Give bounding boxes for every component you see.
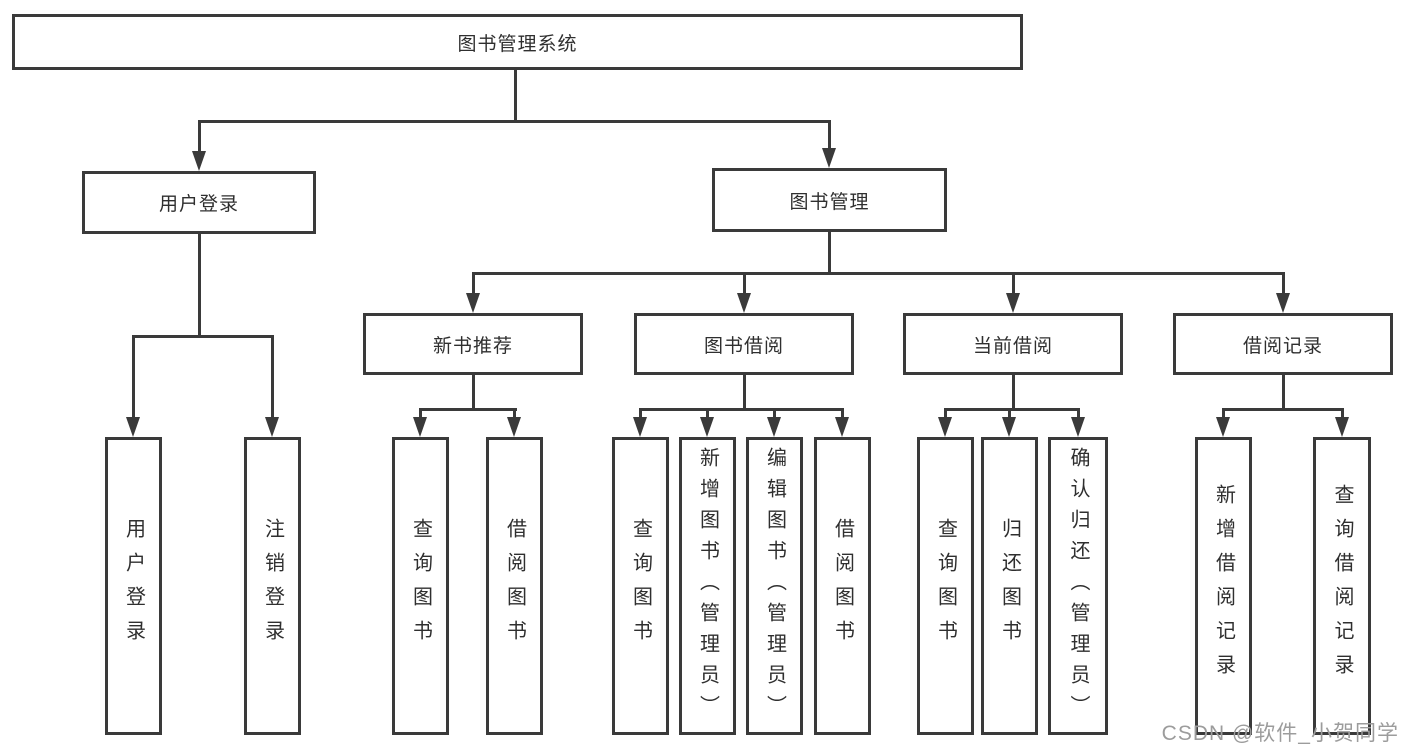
arrowhead-icon <box>466 293 480 313</box>
connector-drop-leaf <box>1077 408 1080 419</box>
node-root-label: 图书管理系统 <box>457 33 578 55</box>
arrowhead-icon <box>413 417 427 437</box>
arrowhead-icon <box>192 151 206 171</box>
arrowhead-icon <box>507 417 521 437</box>
connector-drop-module <box>472 272 475 295</box>
node-book-borrowing: 图书借阅 <box>634 313 854 375</box>
connector-stem <box>1282 375 1285 411</box>
leaf-borrow-books-recommend-label: 借阅图书 <box>503 518 526 654</box>
leaf-logout-label: 注销登录 <box>261 518 284 654</box>
connector-drop-module <box>1282 272 1285 295</box>
leaf-query-books-recommend-label: 查询图书 <box>409 518 432 654</box>
connector-drop-leaf <box>1008 408 1011 419</box>
arrowhead-icon <box>1006 293 1020 313</box>
connector-root-rail <box>198 120 831 123</box>
csdn-watermark: CSDN @软件_小贺同学 <box>1161 722 1399 745</box>
arrowhead-icon <box>737 293 751 313</box>
arrowhead-icon <box>700 417 714 437</box>
arrowhead-icon <box>126 417 140 437</box>
leaf-query-borrow-record-label: 查询借阅记录 <box>1331 484 1353 688</box>
arrowhead-icon <box>265 417 279 437</box>
arrowhead-icon <box>1071 417 1085 437</box>
node-user-login: 用户登录 <box>82 171 316 234</box>
node-root: 图书管理系统 <box>12 14 1023 70</box>
leaf-return-books-label: 归还图书 <box>998 518 1021 654</box>
leaf-confirm-return-admin: 确认归还（管理员） <box>1048 437 1108 735</box>
connector-drop-user-login <box>198 120 201 153</box>
connector-drop-leaf <box>773 408 776 419</box>
leaf-query-books-current: 查询图书 <box>917 437 974 735</box>
leaf-add-borrow-record: 新增借阅记录 <box>1195 437 1252 735</box>
leaf-edit-books-admin: 编辑图书（管理员） <box>746 437 803 735</box>
connector-rail <box>639 408 844 411</box>
connector-drop-leaf <box>271 335 274 419</box>
leaf-add-borrow-record-label: 新增借阅记录 <box>1212 484 1235 688</box>
connector-drop-leaf <box>706 408 709 419</box>
connector-drop-leaf <box>419 408 422 419</box>
leaf-edit-books-admin-label: 编辑图书（管理员） <box>763 446 786 726</box>
node-new-book-recommend-label: 新书推荐 <box>432 335 513 357</box>
arrowhead-icon <box>1216 417 1230 437</box>
leaf-logout: 注销登录 <box>244 437 301 735</box>
connector-drop-leaf <box>1222 408 1225 419</box>
connector-root-stem <box>514 70 517 123</box>
leaf-add-books-admin: 新增图书（管理员） <box>679 437 736 735</box>
arrowhead-icon <box>633 417 647 437</box>
connector-rail <box>1222 408 1344 411</box>
connector-rail <box>944 408 1079 411</box>
node-book-borrowing-label: 图书借阅 <box>703 335 784 357</box>
connector-rail <box>419 408 517 411</box>
arrowhead-icon <box>1002 417 1016 437</box>
arrowhead-icon <box>1335 417 1349 437</box>
node-borrowing-records: 借阅记录 <box>1173 313 1393 375</box>
connector-stem <box>472 375 475 411</box>
arrowhead-icon <box>767 417 781 437</box>
connector-stem <box>743 375 746 411</box>
arrowhead-icon <box>835 417 849 437</box>
node-current-borrowing: 当前借阅 <box>903 313 1123 375</box>
leaf-query-books-borrowing-label: 查询图书 <box>629 518 652 654</box>
node-user-login-label: 用户登录 <box>158 194 239 215</box>
connector-drop-leaf <box>639 408 642 419</box>
leaf-borrow-books: 借阅图书 <box>814 437 871 735</box>
leaf-return-books: 归还图书 <box>981 437 1038 735</box>
leaf-query-books-current-label: 查询图书 <box>934 518 957 654</box>
arrowhead-icon <box>822 148 836 168</box>
leaf-user-login-label: 用户登录 <box>122 518 145 654</box>
connector-drop-leaf <box>132 335 135 419</box>
arrowhead-icon <box>1276 293 1290 313</box>
node-borrowing-records-label: 借阅记录 <box>1242 335 1323 357</box>
connector-user-login-stem <box>198 234 201 338</box>
node-book-management: 图书管理 <box>712 168 947 232</box>
leaf-borrow-books-label: 借阅图书 <box>831 518 854 654</box>
node-new-book-recommend: 新书推荐 <box>363 313 583 375</box>
leaf-borrow-books-recommend: 借阅图书 <box>486 437 543 735</box>
leaf-confirm-return-admin-label: 确认归还（管理员） <box>1067 446 1089 726</box>
connector-drop-leaf <box>513 408 516 419</box>
connector-book-mgmt-stem <box>828 232 831 275</box>
connector-drop-module <box>743 272 746 295</box>
connector-drop-leaf <box>841 408 844 419</box>
connector-drop-leaf <box>1341 408 1344 419</box>
connector-drop-book-mgmt <box>828 120 831 150</box>
connector-book-mgmt-rail <box>472 272 1285 275</box>
connector-drop-module <box>1012 272 1015 295</box>
connector-drop-leaf <box>944 408 947 419</box>
leaf-query-borrow-record: 查询借阅记录 <box>1313 437 1371 735</box>
node-book-management-label: 图书管理 <box>789 191 870 213</box>
connector-user-login-rail <box>132 335 274 338</box>
node-current-borrowing-label: 当前借阅 <box>972 335 1053 357</box>
leaf-query-books-borrowing: 查询图书 <box>612 437 669 735</box>
connector-stem <box>1012 375 1015 411</box>
leaf-query-books-recommend: 查询图书 <box>392 437 449 735</box>
arrowhead-icon <box>938 417 952 437</box>
leaf-add-books-admin-label: 新增图书（管理员） <box>696 446 719 726</box>
leaf-user-login: 用户登录 <box>105 437 162 735</box>
